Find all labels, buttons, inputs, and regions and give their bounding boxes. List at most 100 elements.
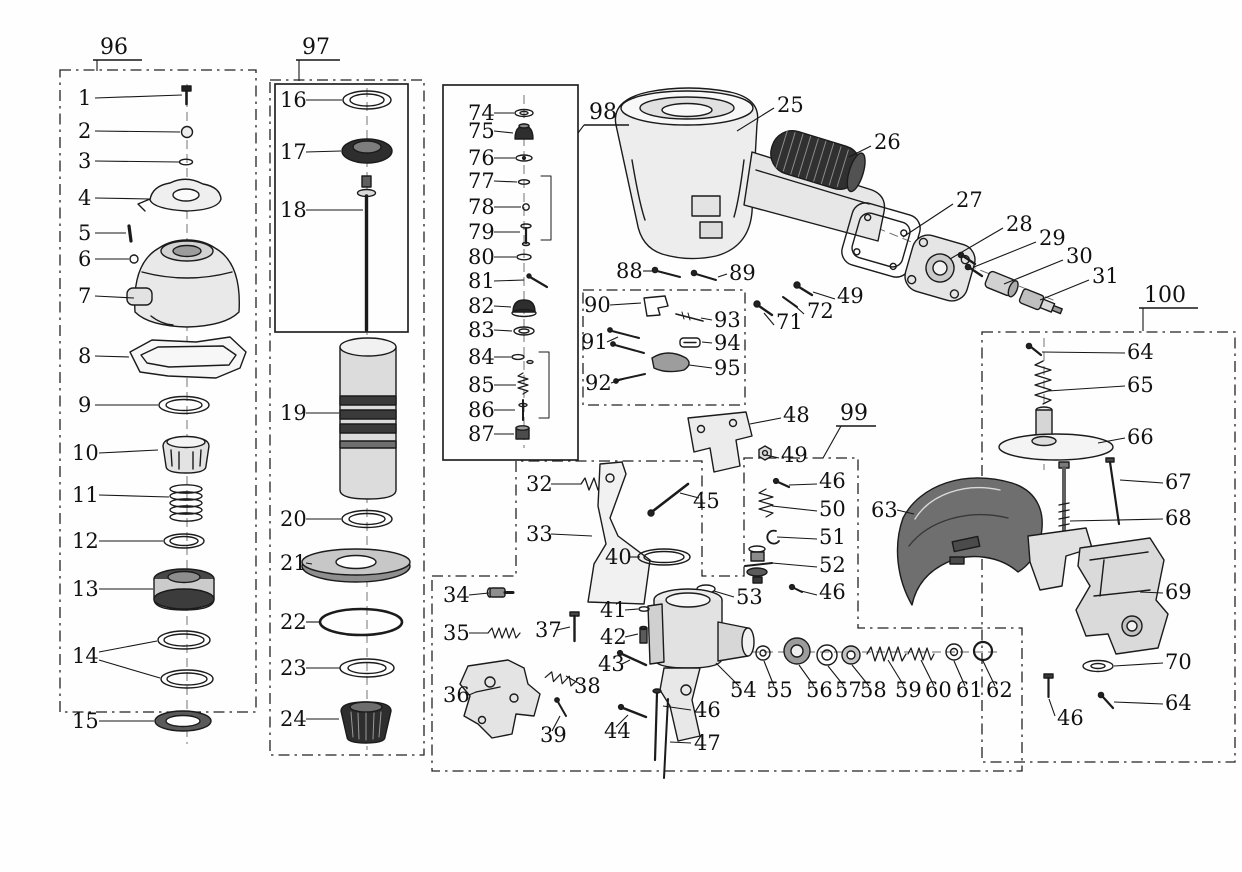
part-27-gasket-plate [841, 202, 921, 278]
part-69-nose-assembly [1027, 527, 1169, 655]
part-95-lever [651, 352, 690, 373]
part-63-magazine-cover [896, 477, 1043, 606]
part-30-deflector [984, 270, 1019, 298]
leader-line [763, 312, 775, 326]
leader-line [902, 203, 954, 238]
part-number-label: 58 [860, 678, 887, 702]
part-number-label: 49 [781, 443, 808, 467]
part-number-label: 4 [78, 186, 91, 210]
part-58 [841, 645, 861, 665]
part-80 [516, 253, 532, 261]
part-25-body-housing [614, 87, 759, 260]
leader-line [812, 291, 836, 300]
part-number-label: 21 [280, 551, 307, 575]
part-number-label: 78 [468, 195, 495, 219]
part-number-label: 7 [78, 284, 91, 308]
part-number-label: 26 [874, 130, 901, 154]
part-number-label: 62 [986, 678, 1013, 702]
leader-line [765, 454, 780, 459]
part-number-label: 37 [535, 618, 562, 642]
leader-line [763, 660, 775, 687]
box-group-100 [981, 331, 1236, 763]
part-number-label: 33 [526, 522, 553, 546]
bracket-84-86 [538, 351, 550, 419]
part-21-washer [301, 548, 411, 583]
leader-line [1041, 351, 1126, 354]
part-64-screw-bottom [1097, 691, 1115, 710]
leader-line [982, 660, 996, 687]
part-number-label: 17 [280, 140, 307, 164]
part-92-pin [613, 373, 646, 384]
leader-line [1047, 385, 1126, 392]
part-number-label: 8 [78, 344, 91, 368]
leader-line [688, 364, 713, 369]
leader-line [1048, 698, 1056, 717]
part-number-label: 24 [280, 707, 307, 731]
part-number-label: 68 [1165, 506, 1192, 530]
part-number-label: 64 [1165, 691, 1192, 715]
part-20-o-ring [341, 509, 393, 529]
part-24-bumper [340, 701, 392, 744]
leader-line [468, 592, 490, 596]
part-9-o-ring [158, 395, 210, 415]
part-number-label: 67 [1165, 470, 1192, 494]
part-71-screw [753, 300, 774, 317]
part-number-label: 74 [468, 101, 495, 125]
part-81-pin [526, 273, 549, 289]
group-number-label: 100 [1144, 283, 1186, 308]
box-group-98 [442, 84, 579, 461]
leader-line [771, 505, 818, 512]
leader-line [662, 705, 692, 711]
part-34-fitting [486, 587, 515, 598]
leader-line [577, 124, 585, 134]
part-56 [783, 637, 811, 665]
part-number-label: 20 [280, 507, 307, 531]
leader-line [606, 336, 619, 343]
part-67-pin [1105, 457, 1121, 526]
part-88-pin [651, 266, 681, 278]
part-number-label: 65 [1127, 373, 1154, 397]
leader-line [98, 659, 161, 679]
leader-line [94, 130, 181, 133]
leader-line [717, 273, 728, 278]
leader-line [749, 417, 782, 425]
leader-line [1113, 701, 1164, 705]
part-10-collar [162, 435, 210, 474]
leader-line [701, 341, 713, 344]
leader-line [615, 714, 629, 728]
part-number-label: 79 [468, 220, 495, 244]
leader-line [1119, 479, 1164, 484]
leader-line [98, 449, 159, 454]
part-7-top-housing [126, 239, 240, 328]
part-number-label: 83 [468, 318, 495, 342]
leader-line [920, 659, 935, 687]
part-84 [511, 353, 534, 365]
leader-line [493, 180, 518, 183]
part-number-label: 57 [835, 678, 862, 702]
part-number-label: 47 [694, 731, 721, 755]
part-28-end-cap [904, 234, 976, 302]
part-number-label: 50 [819, 497, 846, 521]
part-41 [638, 606, 650, 612]
part-number-label: 44 [604, 719, 631, 743]
part-number-label: 13 [72, 577, 99, 601]
part-75 [514, 123, 534, 140]
leader-line [949, 227, 1004, 260]
leader-line [1139, 591, 1164, 594]
part-number-label: 11 [72, 483, 99, 507]
part-number-label: 88 [616, 259, 643, 283]
part-number-label: 54 [730, 678, 757, 702]
part-number-label: 94 [714, 331, 741, 355]
leader-line [822, 425, 842, 459]
part-8-gasket [129, 336, 247, 379]
leader-line [887, 659, 905, 687]
part-number-labels: 1234567891011121314151617181920212223247… [72, 35, 1192, 755]
part-number-label: 85 [468, 373, 495, 397]
bracket-77-79 [540, 175, 552, 241]
leader-line [468, 691, 477, 696]
part-number-label: 80 [468, 245, 495, 269]
part-number-label: 86 [468, 398, 495, 422]
part-number-label: 49 [837, 284, 864, 308]
leader-line [669, 741, 692, 744]
